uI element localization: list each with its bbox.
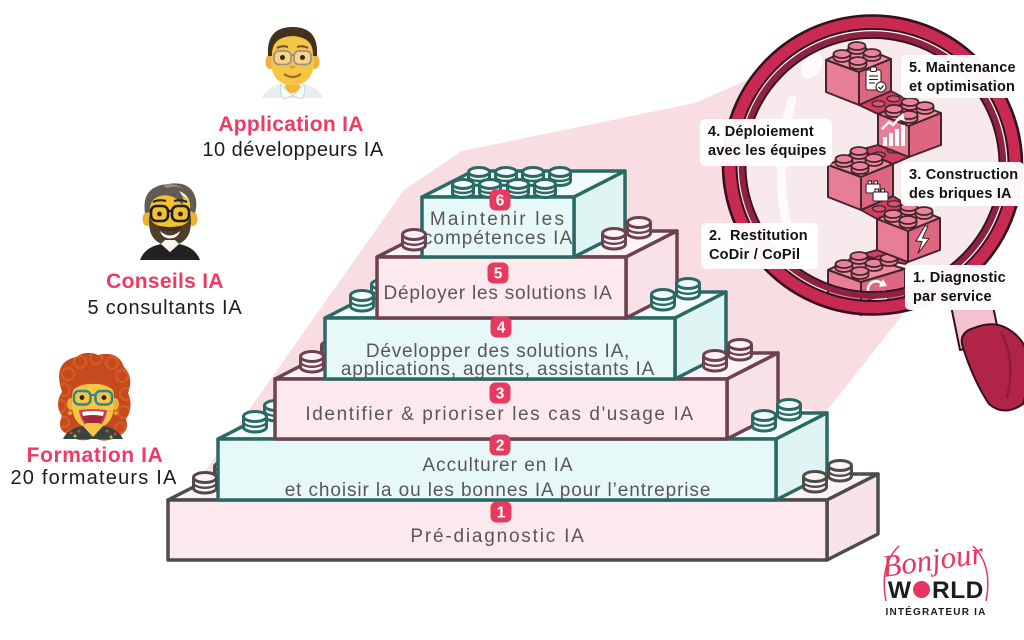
svg-text:20 formateurs IA: 20 formateurs IA [10, 467, 177, 489]
svg-text:des briques IA: des briques IA [909, 186, 1012, 202]
svg-text:W: W [888, 577, 912, 604]
svg-text:applications, agents, assistan: applications, agents, assistants IA [341, 359, 655, 380]
svg-text:Développer des solutions IA,: Développer des solutions IA, [366, 341, 630, 362]
svg-text:Acculturer en IA: Acculturer en IA [422, 455, 573, 476]
svg-text:Application IA: Application IA [218, 113, 363, 136]
svg-text:4: 4 [497, 320, 506, 337]
svg-text:Identifier & prioriser les cas: Identifier & prioriser les cas d'usage I… [305, 404, 694, 425]
svg-text:Déployer les solutions IA: Déployer les solutions IA [383, 283, 612, 304]
svg-text:3. Construction: 3. Construction [909, 167, 1018, 183]
svg-text:RLD: RLD [932, 577, 984, 604]
svg-text:compétences IA: compétences IA [423, 228, 573, 249]
svg-text:5: 5 [494, 266, 503, 283]
svg-text:avec les équipes: avec les équipes [708, 143, 826, 159]
svg-text:INTÉGRATEUR IA: INTÉGRATEUR IA [885, 605, 986, 618]
svg-text:2. Restitution: 2. Restitution [709, 228, 808, 244]
svg-text:1: 1 [497, 505, 506, 522]
svg-text:Maintenir les: Maintenir les [430, 209, 566, 230]
svg-text:Conseils IA: Conseils IA [106, 270, 224, 293]
svg-text:1. Diagnostic: 1. Diagnostic [913, 270, 1006, 286]
svg-text:4. Déploiement: 4. Déploiement [708, 124, 814, 140]
svg-text:10 développeurs IA: 10 développeurs IA [202, 139, 384, 161]
svg-text:et optimisation: et optimisation [909, 79, 1015, 95]
svg-text:5 consultants IA: 5 consultants IA [87, 297, 242, 319]
svg-text:Pré-diagnostic IA: Pré-diagnostic IA [410, 526, 585, 547]
svg-text:CoDir / CoPil: CoDir / CoPil [709, 247, 800, 263]
svg-text:5. Maintenance: 5. Maintenance [909, 60, 1016, 76]
svg-text:et choisir la ou les bonnes IA: et choisir la ou les bonnes IA pour l’en… [285, 480, 712, 501]
svg-text:Formation IA: Formation IA [27, 444, 164, 467]
svg-text:2: 2 [496, 438, 505, 455]
svg-text:3: 3 [496, 386, 505, 403]
svg-text:6: 6 [496, 193, 505, 210]
svg-text:par service: par service [913, 289, 992, 305]
